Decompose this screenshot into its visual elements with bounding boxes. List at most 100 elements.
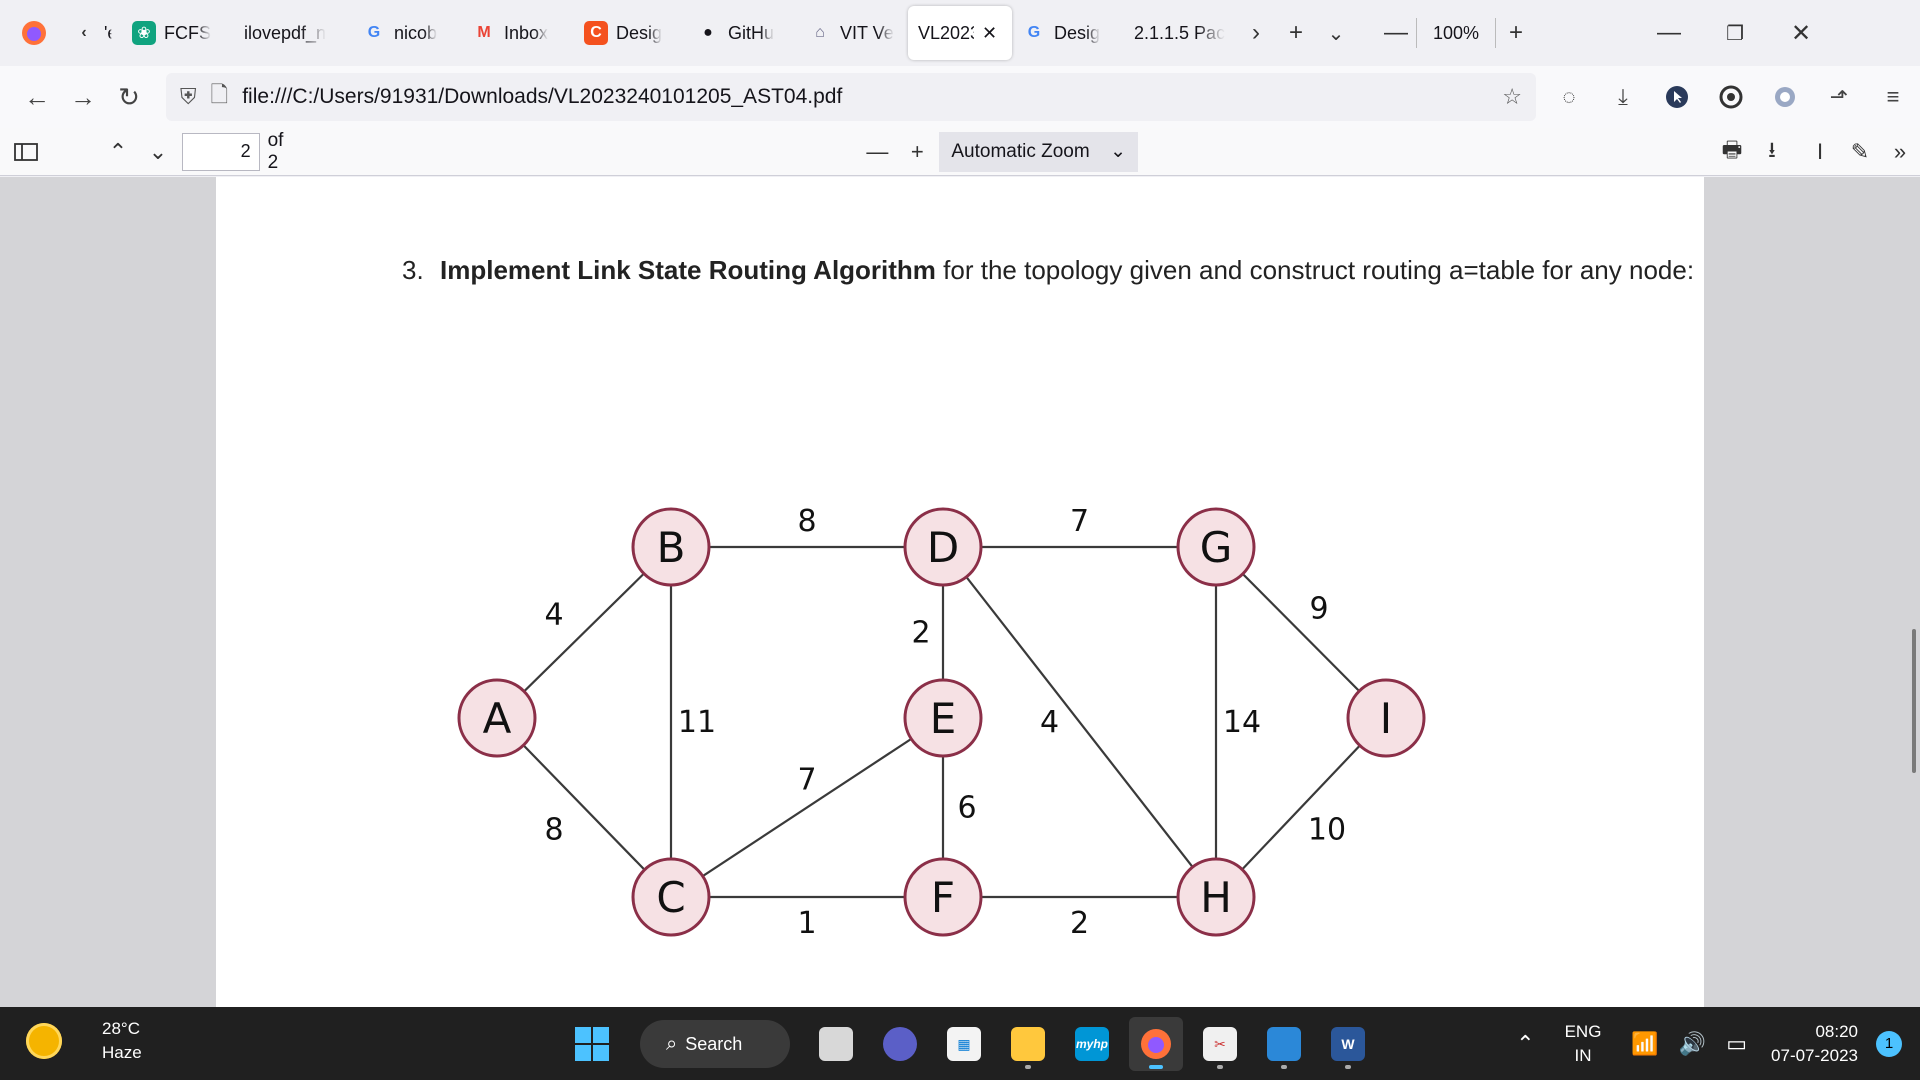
- save-icon[interactable]: ⭳: [1768, 136, 1776, 162]
- start-button[interactable]: [565, 1017, 619, 1071]
- pdf-toolbar: ⌃ ⌄ 2 of 2 — + Automatic Zoom ⌄ 🖶 ⭳ I ✎ …: [0, 128, 1920, 176]
- notification-badge[interactable]: 1: [1876, 1030, 1902, 1057]
- google-icon: G: [367, 24, 381, 41]
- previous-page-icon[interactable]: ⌃: [108, 138, 128, 164]
- search-label: Search: [685, 1033, 743, 1054]
- haze-sun-icon: [26, 1023, 62, 1059]
- edge-weight-B-D: 8: [797, 504, 816, 539]
- microsoft-store-icon[interactable]: ▦: [937, 1017, 991, 1071]
- file-explorer-icon[interactable]: [1001, 1017, 1055, 1071]
- shield-icon[interactable]: ⛨: [180, 84, 197, 109]
- node-label-E: E: [930, 694, 957, 743]
- zoom-level[interactable]: 100%: [1416, 18, 1497, 48]
- tab-label: Desig: [1054, 22, 1101, 43]
- firefox-taskbar-icon[interactable]: [1129, 1017, 1183, 1071]
- extension-cursor-icon[interactable]: [1650, 74, 1704, 120]
- clock-time: 08:20: [1815, 1021, 1858, 1041]
- node-F: [903, 857, 983, 937]
- pdf-viewer[interactable]: 3. Implement Link State Routing Algorith…: [0, 177, 1920, 1007]
- github-icon: ●: [703, 24, 713, 41]
- page-number-input[interactable]: 2: [182, 132, 260, 171]
- bookmark-star-icon[interactable]: ☆: [1502, 84, 1522, 109]
- zoom-in-button[interactable]: +: [1509, 19, 1524, 46]
- extension-loop-icon[interactable]: [1704, 74, 1758, 120]
- extensions-puzzle-icon[interactable]: ⬏: [1829, 84, 1849, 109]
- close-tab-icon[interactable]: ✕: [982, 22, 998, 43]
- wifi-icon[interactable]: 📶: [1631, 1030, 1659, 1056]
- photos-icon[interactable]: [1257, 1017, 1311, 1071]
- file-icon: 🗋: [210, 82, 229, 107]
- downloads-icon[interactable]: ⤓: [1618, 84, 1628, 109]
- word-icon[interactable]: W: [1321, 1017, 1375, 1071]
- text-cursor-icon[interactable]: I: [1816, 138, 1824, 164]
- url-text[interactable]: file:///C:/Users/91931/Downloads/VL20232…: [242, 85, 843, 108]
- new-tab-button[interactable]: +: [1288, 19, 1303, 46]
- battery-icon[interactable]: ▭: [1726, 1030, 1748, 1056]
- edge-weight-F-H: 2: [1070, 906, 1089, 941]
- tab-8[interactable]: VL2023 ✕: [908, 6, 1012, 60]
- tab-1[interactable]: ❀FCFS: [122, 6, 234, 60]
- zoom-out-button[interactable]: —: [1384, 19, 1408, 46]
- reload-icon[interactable]: ↻: [118, 81, 140, 112]
- next-page-icon[interactable]: ⌄: [148, 138, 168, 164]
- print-icon[interactable]: 🖶: [1721, 136, 1743, 162]
- vit-icon: ⌂: [815, 24, 825, 41]
- volume-icon[interactable]: 🔊: [1678, 1030, 1707, 1056]
- tab-2[interactable]: ilovepdf_n: [234, 6, 352, 60]
- hp-app-icon[interactable]: myhp: [1065, 1017, 1119, 1071]
- edge-weight-H-I: 10: [1308, 813, 1346, 848]
- hamburger-menu-icon[interactable]: ≡: [1886, 84, 1900, 109]
- edge-weight-A-B: 4: [544, 598, 563, 633]
- tab-label: Inbox: [504, 22, 549, 43]
- edge-weight-A-C: 8: [544, 813, 563, 848]
- edge-weight-G-H: 14: [1223, 705, 1261, 740]
- teams-meet-icon[interactable]: [873, 1017, 927, 1071]
- weather-condition: Haze: [102, 1043, 142, 1062]
- scrollbar-thumb[interactable]: [1912, 629, 1916, 773]
- extension-shield-icon[interactable]: [1758, 74, 1812, 120]
- navigation-bar: ← → ↻ ⛨ 🗋 file:///C:/Users/91931/Downloa…: [0, 66, 1920, 128]
- back-arrow-icon[interactable]: ←: [24, 81, 50, 112]
- tab-label: nicob: [394, 22, 438, 43]
- tab-label: ilovepdf_n: [244, 22, 327, 43]
- tab-6[interactable]: ●GitHu: [686, 6, 798, 60]
- restore-button[interactable]: ❐: [1726, 22, 1745, 45]
- node-E: [903, 678, 983, 758]
- tab-10[interactable]: 2.1.1.5 Pac: [1124, 6, 1236, 60]
- chatgpt-icon: ❀: [132, 21, 156, 45]
- sidebar-toggle-icon[interactable]: [6, 132, 46, 172]
- taskbar-search[interactable]: ⌕ Search: [640, 1020, 790, 1068]
- url-bar[interactable]: ⛨ 🗋 file:///C:/Users/91931/Downloads/VL2…: [166, 73, 1536, 121]
- weather-widget[interactable]: 28°C Haze: [26, 1017, 142, 1065]
- minimize-button[interactable]: —: [1657, 19, 1682, 46]
- tab-label: VL2023: [918, 22, 974, 43]
- draw-pencil-icon[interactable]: ✎: [1850, 138, 1870, 164]
- pdf-zoom-out-button[interactable]: —: [866, 138, 889, 164]
- pocket-icon[interactable]: ◌: [1562, 84, 1576, 109]
- task-view-icon[interactable]: [809, 1017, 863, 1071]
- show-hidden-icons-icon[interactable]: ⌃: [1516, 1030, 1535, 1056]
- more-tools-icon[interactable]: »: [1893, 138, 1907, 164]
- tab-0[interactable]: ‹'e: [62, 6, 122, 60]
- zoom-select-value: Automatic Zoom: [951, 140, 1090, 162]
- node-label-B: B: [657, 523, 686, 572]
- system-tray: ⌃ ENG IN 📶 🔊 ▭ 08:20 07-07-2023 1: [1506, 1007, 1920, 1080]
- node-label-C: C: [656, 873, 685, 922]
- tabs-scroll-right-icon[interactable]: ›: [1252, 19, 1260, 46]
- clock[interactable]: 08:20 07-07-2023: [1771, 1020, 1858, 1068]
- forward-arrow-icon[interactable]: →: [70, 81, 96, 112]
- list-all-tabs-icon[interactable]: ⌄: [1327, 22, 1345, 45]
- node-label-D: D: [927, 523, 959, 572]
- tab-7[interactable]: ⌂VIT Ve: [798, 6, 908, 60]
- snipping-tool-icon[interactable]: ✂: [1193, 1017, 1247, 1071]
- zoom-select[interactable]: Automatic Zoom ⌄: [939, 131, 1138, 172]
- pdf-zoom-in-button[interactable]: +: [910, 138, 924, 164]
- close-window-button[interactable]: ✕: [1790, 19, 1812, 47]
- language-indicator[interactable]: ENG IN: [1565, 1020, 1602, 1068]
- firefox-view-icon[interactable]: [14, 13, 54, 53]
- edge-C-E: [670, 717, 944, 898]
